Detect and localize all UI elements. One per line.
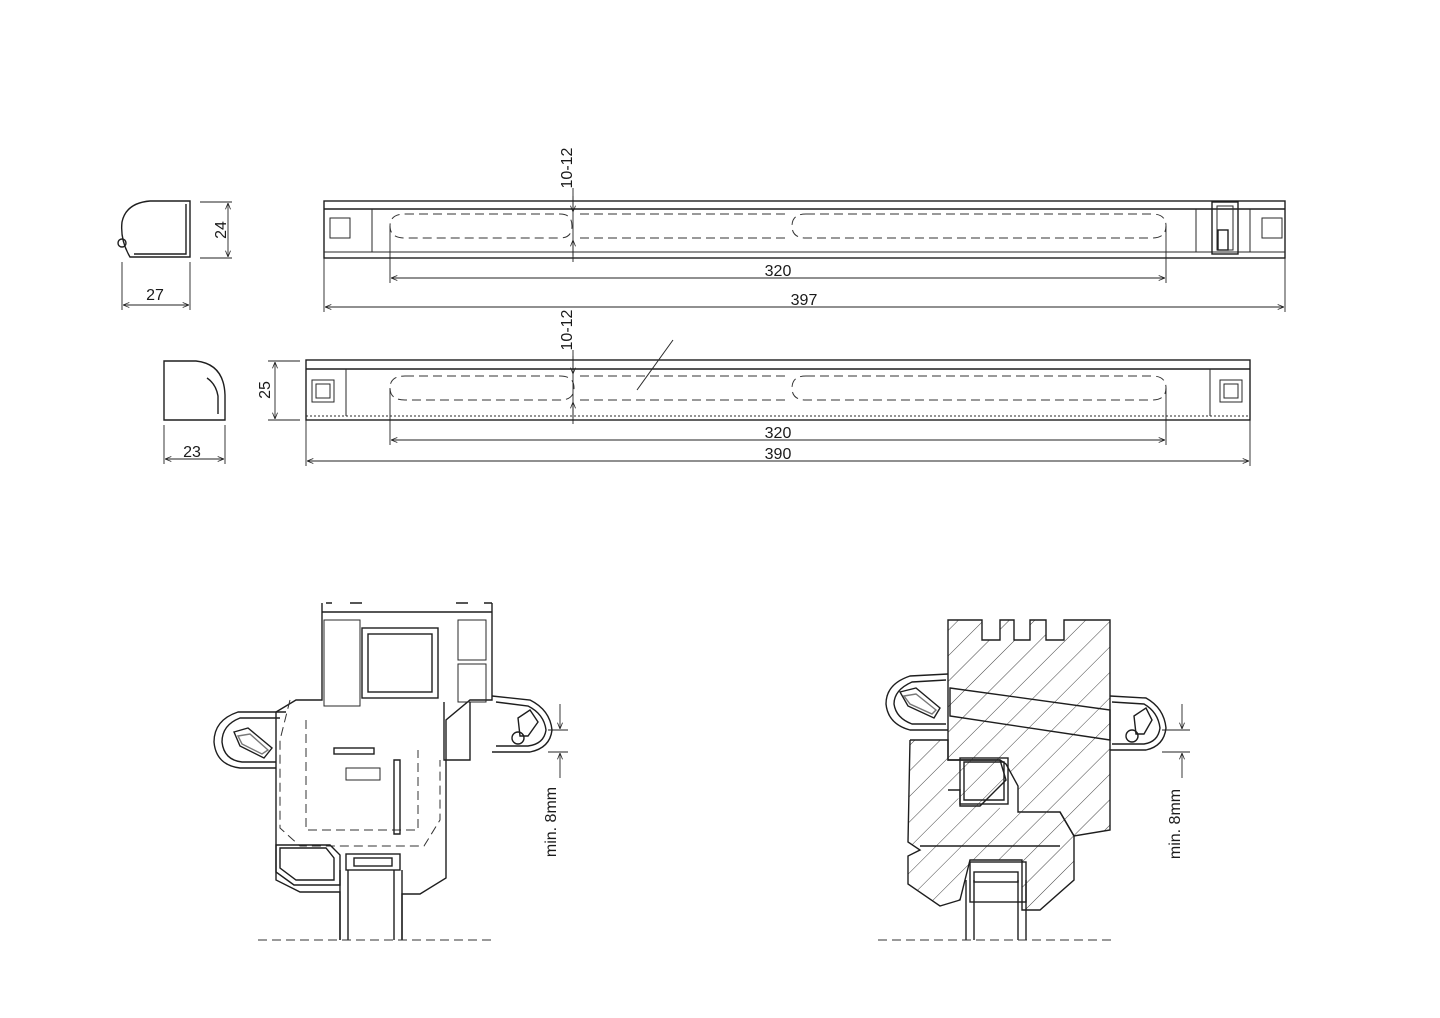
pvc-min-gap-label: min. 8mm bbox=[543, 787, 560, 857]
bottom-overall-length-label: 390 bbox=[765, 446, 792, 463]
bottom-cap-height-label: 25 bbox=[257, 381, 274, 399]
top-vent-body bbox=[323, 200, 1286, 259]
top-slot-gap-label: 10-12 bbox=[559, 147, 576, 188]
wood-min-gap-label: min. 8mm bbox=[1167, 789, 1184, 859]
bottom-end-cap bbox=[163, 360, 300, 464]
top-slot-length-label: 320 bbox=[765, 263, 792, 280]
pvc-frame-section bbox=[213, 602, 568, 941]
bottom-slot-length-label: 320 bbox=[765, 425, 792, 442]
bottom-vent-body bbox=[305, 339, 1251, 421]
top-overall-length-label: 397 bbox=[791, 292, 818, 309]
bottom-view: 23 25 10-12 320 390 bbox=[163, 309, 1251, 466]
top-end-cap bbox=[117, 200, 232, 310]
top-view: 24 27 10-12 320 bbox=[117, 147, 1286, 312]
bottom-cap-width-label: 23 bbox=[183, 444, 201, 461]
bottom-slot-gap-label: 10-12 bbox=[559, 309, 576, 350]
wood-frame-section bbox=[878, 619, 1190, 941]
top-cap-width-label: 27 bbox=[146, 287, 164, 304]
top-cap-height-label: 24 bbox=[213, 221, 230, 239]
